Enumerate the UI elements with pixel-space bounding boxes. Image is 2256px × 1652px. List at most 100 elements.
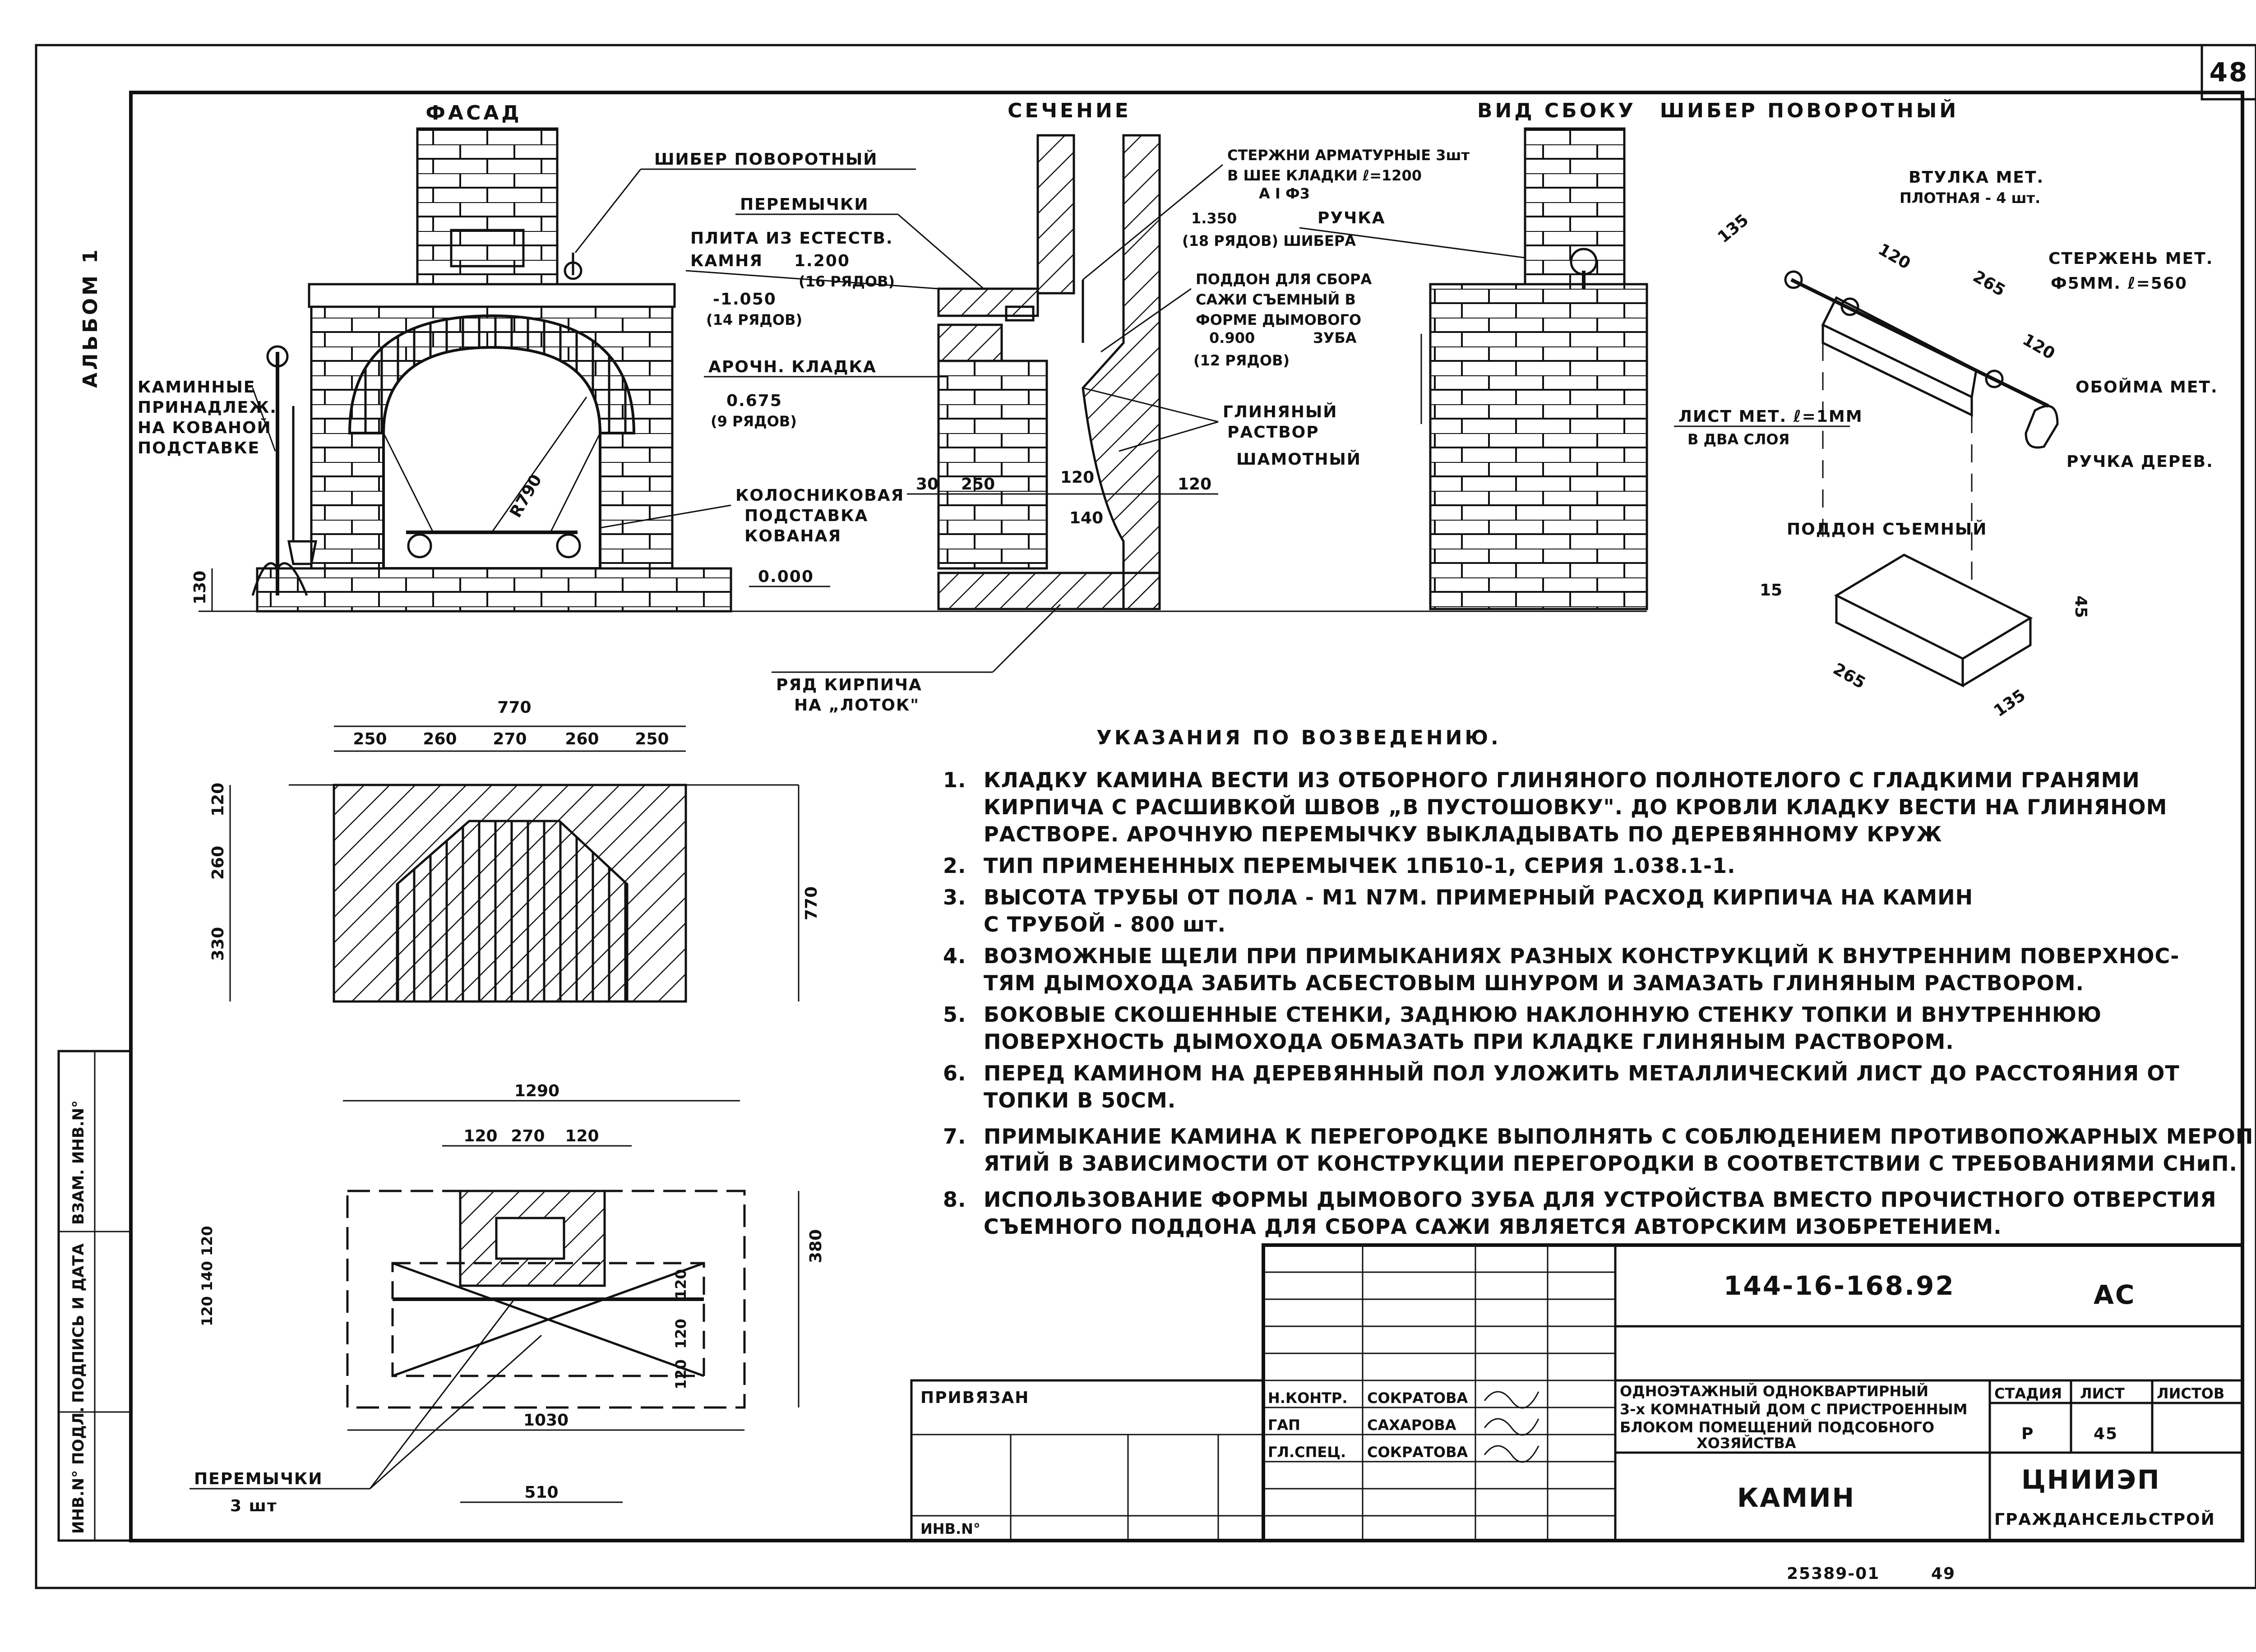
side-title: ВИД СБОКУ [1477, 99, 1636, 122]
dd-265a: 265 [1970, 267, 2009, 300]
grate-label-2: ПОДСТАВКА [744, 507, 868, 525]
note-1-line-1: КЛАДКУ КАМИНА ВЕСТИ ИЗ ОТБОРНОГО ГЛИНЯНО… [984, 768, 2140, 792]
plan2-t2: 270 [511, 1127, 545, 1145]
facade-title: ФАСАД [425, 102, 522, 125]
damper-detail: ШИБЕР ПОВОРОТНЫЙ ВТУЛКА МЕТ. ПЛОТНАЯ - 4… [1660, 98, 2217, 721]
tb-name-2: САХАРОВА [1367, 1417, 1456, 1434]
note-5-line-2: ПОВЕРХНОСТЬ ДЫМОХОДА ОБМАЗАТЬ ПРИ КЛАДКЕ… [984, 1029, 1954, 1054]
note-8-line-2: СЪЕМНОГО ПОДДОНА ДЛЯ СБОРА САЖИ ЯВЛЯЕТСЯ… [984, 1214, 2002, 1239]
dd-120b: 120 [2020, 330, 2058, 363]
side-body [1429, 283, 1648, 610]
tb-sheet-title: КАМИН [1737, 1482, 1855, 1513]
handle-label: РУЧКА [1318, 209, 1386, 227]
grate-label-1: КОЛОСНИКОВАЯ [735, 486, 904, 505]
album-label: АЛЬБОМ 1 [79, 247, 102, 388]
plan2-left: 120 140 120 [199, 1226, 216, 1326]
dd-265b: 265 [1830, 660, 1869, 692]
fireplace-tools [251, 345, 318, 596]
stamp-replace: ВЗАМ. ИНВ.N° [69, 1100, 88, 1225]
plan2-t3: 120 [565, 1127, 599, 1145]
tb-code: 144-16-168.92 [1724, 1270, 1955, 1301]
brick-row-1: РЯД КИРПИЧА [776, 676, 922, 694]
plan1-p1: 250 [353, 730, 387, 748]
tray-1: ПОДДОН ДЛЯ СБОРА [1196, 271, 1372, 288]
dd-15: 15 [1760, 581, 1782, 600]
title-block: ПРИВЯЗАН ИНВ.N° 144-16-168.92 АС Н.КОНТР… [910, 1243, 2244, 1583]
bush-1: ВТУЛКА МЕТ. [1909, 168, 2044, 187]
plan2-r1: 120 [672, 1269, 689, 1299]
base-dim: 130 [191, 571, 209, 605]
facade-base [256, 567, 732, 613]
tray-3: ФОРМЕ ДЫМОВОГО [1196, 311, 1361, 328]
tb-org-2: ГРАЖДАНСЕЛЬСТРОЙ [1994, 1510, 2215, 1529]
tb-role-2: ГАП [1268, 1417, 1300, 1434]
tb-role-1: Н.КОНТР. [1268, 1389, 1348, 1407]
tray-2: САЖИ СЪЕМНЫЙ В [1196, 291, 1356, 308]
wood-handle-label: РУЧКА ДЕРЕВ. [2066, 452, 2214, 471]
note-4-line-1: ВОЗМОЖНЫЕ ЩЕЛИ ПРИ ПРИМЫКАНИЯХ РАЗНЫХ КО… [984, 944, 2179, 968]
plan1-p4: 260 [565, 730, 599, 748]
mortar-1: ГЛИНЯНЫЙ [1223, 402, 1337, 421]
plan2-lintels-1: ПЕРЕМЫЧКИ [194, 1470, 323, 1488]
note-8-num: 8. [943, 1187, 966, 1212]
section-hearth [937, 572, 1161, 610]
tray-label: ПОДДОН СЪЕМНЫЙ [1787, 520, 1987, 539]
plan1-v3: 330 [209, 927, 227, 961]
side-chimney [1524, 127, 1626, 286]
sheet-number-box [2201, 44, 2256, 101]
plan2-r2: 120 [672, 1319, 689, 1349]
section-backwall [1082, 134, 1161, 610]
tools-label-1: КАМИННЫЕ [138, 378, 255, 397]
note-4-num: 4. [943, 944, 966, 968]
tb-stage-h: СТАДИЯ [1994, 1385, 2062, 1402]
mortar-2: РАСТВОР [1227, 423, 1319, 442]
rod-2: Ф5ММ. ℓ=560 [2051, 274, 2187, 293]
plan2-lintels-2: 3 шт [230, 1497, 277, 1515]
facade-view: ФАСАД R790 КАМИННЫЕ ПРИНАДЛЕЖ. НА КОВАНО… [138, 102, 1647, 613]
dd-120: 120 [1875, 240, 1914, 273]
note-1-line-2: КИРПИЧА С РАСШИВКОЙ ШВОВ „В ПУСТОШОВКУ".… [984, 795, 2167, 819]
slab-label-2: КАМНЯ [690, 252, 763, 270]
bush-2: ПЛОТНАЯ - 4 шт. [1900, 189, 2040, 207]
sec-d140: 140 [1069, 509, 1103, 527]
plan2-t1: 120 [463, 1127, 497, 1145]
outer-frame [35, 44, 2256, 1589]
note-4-line-2: ТЯМ ДЫМОХОДА ЗАБИТЬ АСБЕСТОВЫМ ШНУРОМ И … [984, 971, 2084, 995]
side-view: ВИД СБОКУ [1420, 99, 1648, 610]
stamp-sign: ПОДПИСЬ И ДАТА [69, 1243, 88, 1403]
dd-135b: 135 [1991, 686, 2029, 721]
tray-tooth: ЗУБА [1313, 329, 1357, 346]
plan1-p2: 260 [423, 730, 457, 748]
notes-title: УКАЗАНИЯ ПО ВОЗВЕДЕНИЮ. [1096, 726, 1501, 749]
arch-level: 0.675 [726, 392, 782, 410]
note-3-line-2: С ТРУБОЙ - 800 шт. [984, 912, 1226, 937]
tb-org-1: ЦНИИЭП [2021, 1464, 2161, 1495]
level-minus-rows: (14 РЯДОВ) [706, 311, 802, 328]
tb-sheets-h: ЛИСТОВ [2157, 1385, 2224, 1402]
tb-project-1: ОДНОЭТАЖНЫЙ ОДНОКВАРТИРНЫЙ [1620, 1383, 1928, 1400]
sec-d120b: 120 [1178, 475, 1211, 494]
tb-project-2: 3-х КОМНАТНЫЙ ДОМ С ПРИСТРОЕННЫМ [1620, 1401, 1967, 1418]
tb-inv: ИНВ.N° [920, 1520, 980, 1537]
note-3-num: 3. [943, 885, 966, 909]
plan2-width: 1030 [523, 1411, 569, 1430]
tb-project-4: ХОЗЯЙСТВА [1697, 1435, 1796, 1452]
rebar-2: В ШЕЕ КЛАДКИ ℓ=1200 [1227, 167, 1422, 184]
tb-stage: Р [2021, 1425, 2034, 1443]
construction-notes: УКАЗАНИЯ ПО ВОЗВЕДЕНИЮ. 1. КЛАДКУ КАМИНА… [943, 726, 2256, 1239]
plan1-v2: 260 [209, 846, 227, 880]
rebar-3: A I Ф3 [1259, 185, 1310, 202]
dd-45: 45 [2071, 595, 2090, 618]
tb-sheet-h: ЛИСТ [2080, 1385, 2125, 1402]
sec-d250: 250 [961, 475, 995, 494]
section-front [937, 360, 1048, 570]
plan2-height: 380 [807, 1229, 825, 1263]
side-stamp: ИНВ.N° ПОДЛ. ПОДПИСЬ И ДАТА ВЗАМ. ИНВ.N° [57, 1050, 132, 1542]
damper-title: ШИБЕР ПОВОРОТНЫЙ [1660, 98, 1959, 122]
tray-level: 0.900 [1209, 329, 1255, 346]
plan-lower: 1290 120 270 120 120 140 120 120 120 120… [190, 1082, 825, 1515]
tb-name-3: СОКРАТОВА [1367, 1444, 1468, 1461]
note-5-num: 5. [943, 1002, 966, 1027]
